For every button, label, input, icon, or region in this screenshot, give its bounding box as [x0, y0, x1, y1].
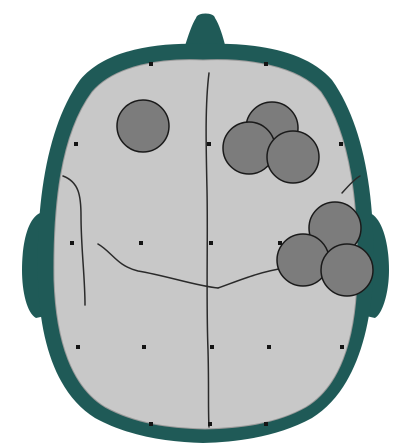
electrode-dot-icon [149, 62, 153, 66]
electrode-dot-icon [74, 142, 78, 146]
electrode-dot-icon [267, 345, 271, 349]
circle-marker-icon [321, 244, 373, 296]
circle-marker-icon [223, 122, 275, 174]
electrode-dot-icon [149, 422, 153, 426]
circle-marker-icon [117, 100, 169, 152]
electrode-dot-icon [76, 345, 80, 349]
circle-marker-icon [277, 234, 329, 286]
electrode-dot-icon [340, 345, 344, 349]
electrode-dot-icon [339, 142, 343, 146]
nose-icon [184, 14, 226, 50]
electrode-dot-icon [209, 241, 213, 245]
electrode-dot-icon [139, 241, 143, 245]
electrode-dot-icon [208, 422, 212, 426]
electrode-dot-icon [207, 142, 211, 146]
electrode-dot-icon [142, 345, 146, 349]
electrode-dot-icon [210, 345, 214, 349]
electrode-dot-icon [264, 422, 268, 426]
electrode-dot-icon [70, 241, 74, 245]
circle-marker-icon [267, 131, 319, 183]
electrode-dot-icon [264, 62, 268, 66]
